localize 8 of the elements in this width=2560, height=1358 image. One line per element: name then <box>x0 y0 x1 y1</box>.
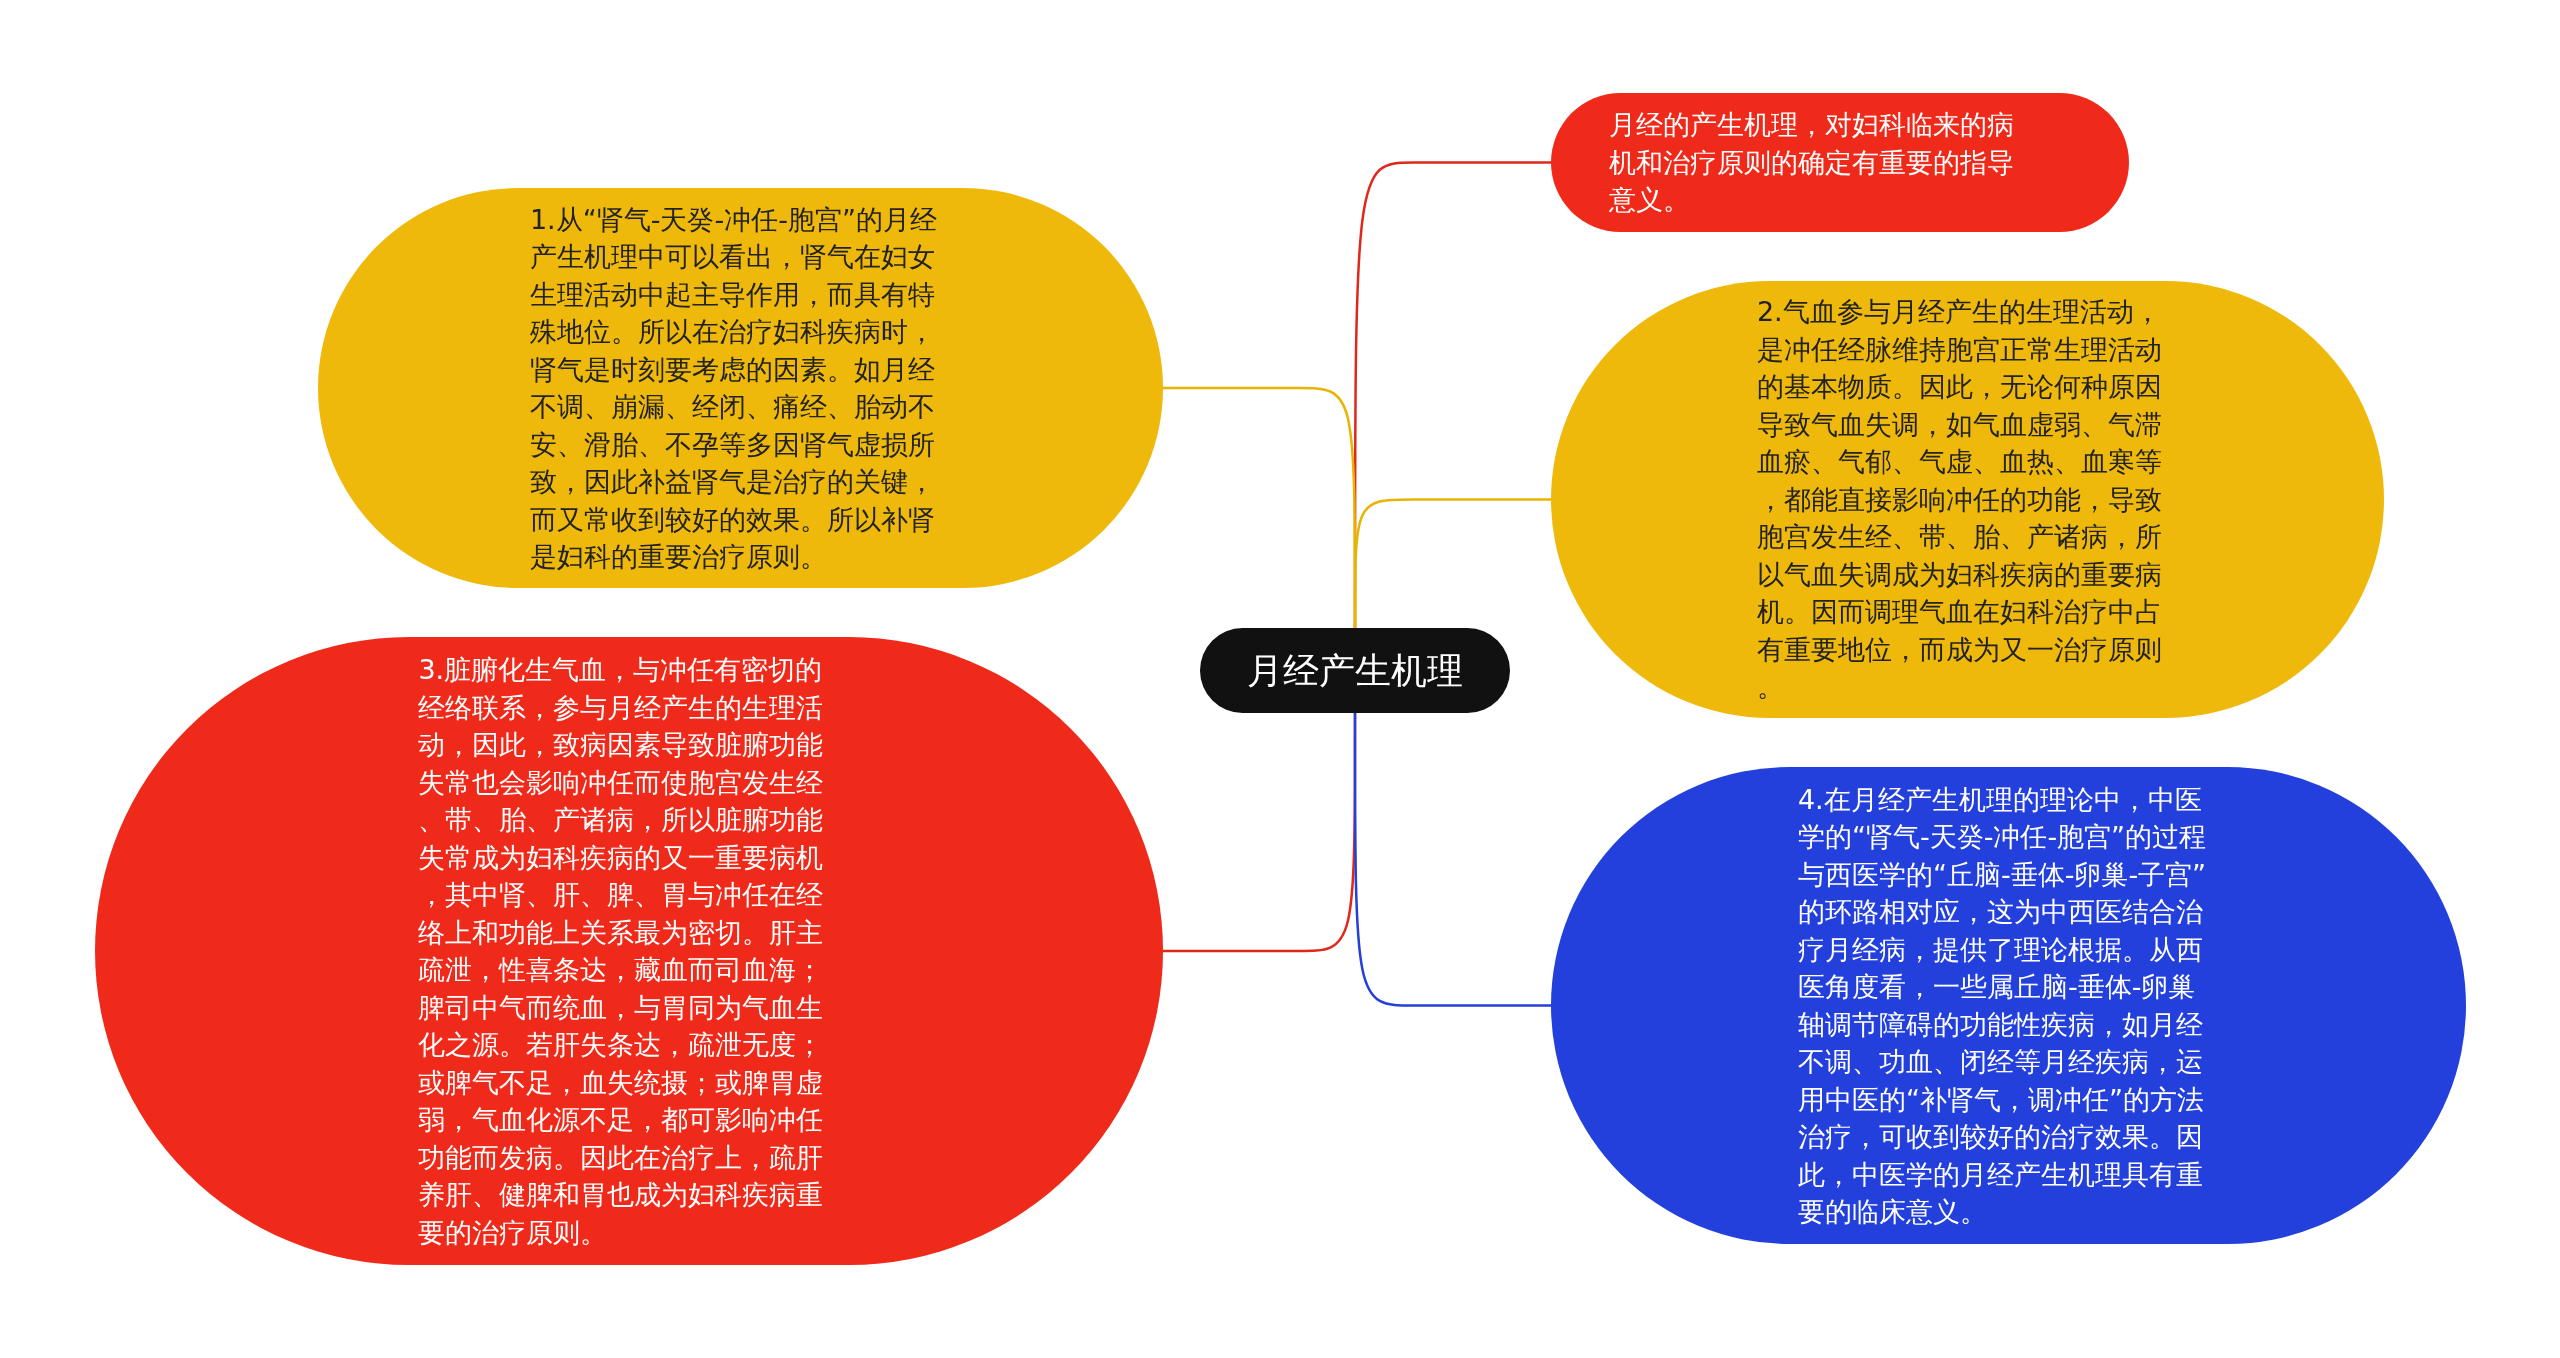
topic-text: 2.气血参与月经产生的生理活动，是冲任经脉维持胞宫正常生理活动的基本物质。因此，无论何种原因导致气血失调，如气血虚弱、气滞血瘀、气郁、气虚、血热、血寒等，都能直接影响冲任的功能，导致胞宫发生经、带、胎、产诸病，所以气血失调成为妇科疾病的重要病机。因而调理气血在妇科治疗中占有重要地位，而成为又一治疗原则。 <box>1756 295 2163 705</box>
topic-text: 月经的产生机理，对妇科临来的病机和治疗原则的确定有重要的指导意义。 <box>1609 108 2016 218</box>
connector-line <box>1353 713 1551 1007</box>
topic-text: 1.从“肾气-天癸-冲任-胞宫”的月经产生机理中可以看出，肾气在妇女生理活动中起主导作用，而具有特殊地位。所以在治疗妇科疾病时，肾气是时刻要考虑的因素。如月经不调、崩漏、经闭、痛经、胎动不安、滑胎、不孕等多因肾气虚损所致，因此补益肾气是治疗的关键，而又常收到较好的效果。所以补肾是妇科的重要治疗原则。 <box>529 202 938 574</box>
topic-text: 4.在月经产生机理的理论中，中医学的“肾气-天癸-冲任-胞宫”的过程与西医学的“丘脑-垂体-卵巢-子宫”的环路相对应，这为中西医结合治疗月经病，提供了理论根据。从西医角度看，一些属丘脑-垂体-卵巢轴调节障碍的功能性疾病，如月经不调、功血、闭经等月经疾病，运用中医的“补肾气，调冲任”的方法治疗，可收到较好的治疗效果。因此，中医学的月经产生机理具有重要的临床意义。 <box>1797 782 2208 1229</box>
topic-title: 月经产生机理 <box>1247 648 1463 693</box>
connector-line <box>1353 498 1551 628</box>
topic-text: 3.脏腑化生气血，与冲任有密切的经络联系，参与月经产生的生理活动，因此，致病因素导致脏腑功能失常也会影响冲任而使胞宫发生经、带、胎、产诸病，所以脏腑功能失常成为妇科疾病的又一重要病机，其中肾、肝、脾、胃与冲任在经络上和功能上关系最为密切。肝主疏泄，性喜条达，藏血而司血海；脾司中气而统血，与胃同为气血生化之源。若肝失条达，疏泄无度；或脾气不足，血失统摄；或脾胃虚弱，气血化源不足，都可影响冲任功能而发病。因此在治疗上，疏肝养肝、健脾和胃也成为妇科疾病重要的治疗原则。 <box>418 653 825 1250</box>
